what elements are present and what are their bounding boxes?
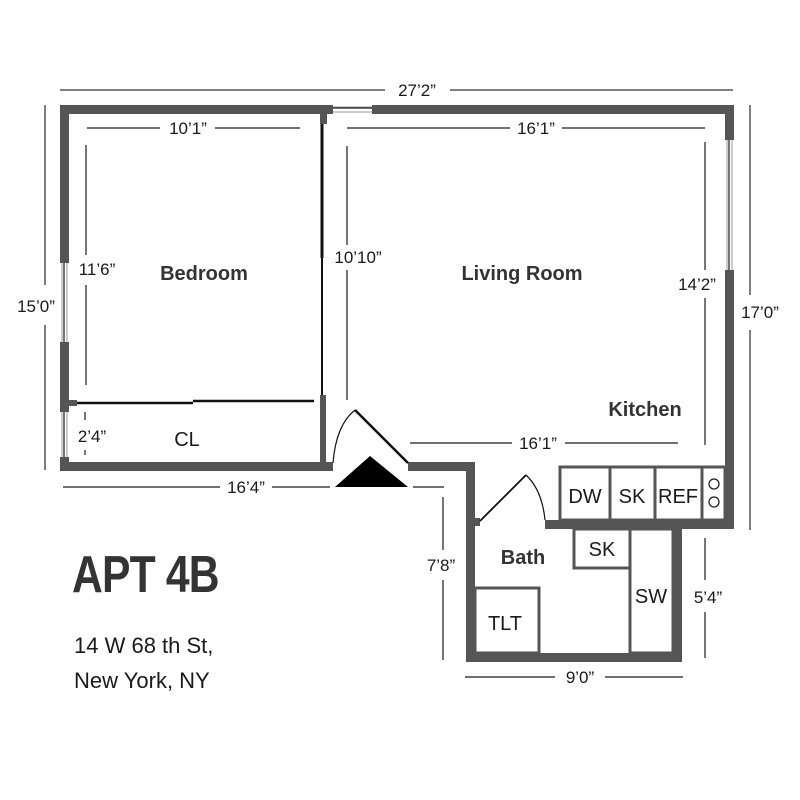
dim-kitchen-width: 16’1” [519,434,557,453]
bath-fixtures [473,527,675,655]
room-label-bedroom: Bedroom [160,263,248,285]
dim-bath-height: 7’8” [427,556,456,575]
dim-bottom-left-width: 16’4” [227,478,265,497]
bath-door[interactable] [479,474,546,522]
room-label-living-room: Living Room [461,263,582,285]
fixture-bath-sink: SK [589,539,616,561]
room-label-kitchen: Kitchen [608,399,681,421]
dim-living-depth-left: 10’10” [334,248,382,267]
inner-dimension-lines [63,127,706,678]
fixture-dishwasher: DW [568,486,601,508]
entrance-arrow-icon [335,456,408,487]
kitchen-counter [558,465,727,522]
entry-door[interactable] [332,409,409,487]
address-line-2: New York, NY [74,668,210,693]
room-label-closet: CL [174,429,200,451]
apartment-title: APT 4B [72,546,220,604]
address-line-1: 14 W 68 th St, [74,633,214,658]
partitions [69,124,326,470]
dim-living-depth-right: 14’2” [678,275,716,294]
dim-left-height: 15’0” [17,297,55,316]
dim-living-width: 16’1” [517,119,555,138]
dim-bath-width: 9’0” [566,668,595,687]
dim-closet-depth: 2’4” [78,427,107,446]
walls [60,105,734,662]
dim-bedroom-width: 10’1” [169,119,207,138]
room-label-bath: Bath [501,547,545,569]
dim-bath-right-height: 5’4” [694,588,723,607]
fixture-kitchen-sink: SK [619,486,646,508]
dim-overall-width: 27’2” [398,81,436,100]
fixture-toilet: TLT [488,613,522,635]
windows [61,106,733,457]
dim-bedroom-height: 11’6” [79,260,116,279]
fixture-refrigerator: REF [658,486,698,508]
dimension-lines [44,89,751,530]
stove-burners-icon [708,478,720,508]
dim-overall-height: 17’0” [741,303,779,322]
fixture-shower: SW [635,586,667,608]
